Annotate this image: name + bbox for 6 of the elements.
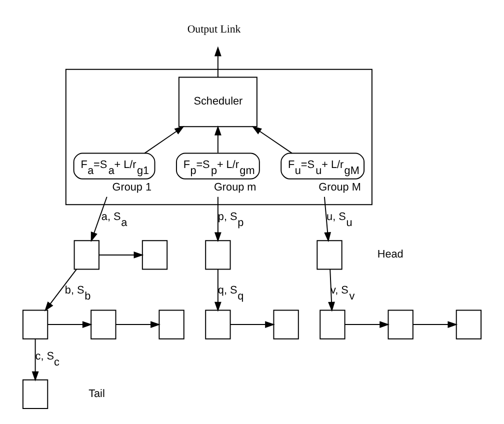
node-label: Group 1: [112, 182, 152, 194]
label: Head: [377, 248, 404, 261]
node-label: Group m: [214, 182, 256, 194]
node-text: Output Link: [187, 24, 241, 36]
node-label: Group M: [318, 182, 361, 194]
label: Tail: [88, 388, 105, 400]
